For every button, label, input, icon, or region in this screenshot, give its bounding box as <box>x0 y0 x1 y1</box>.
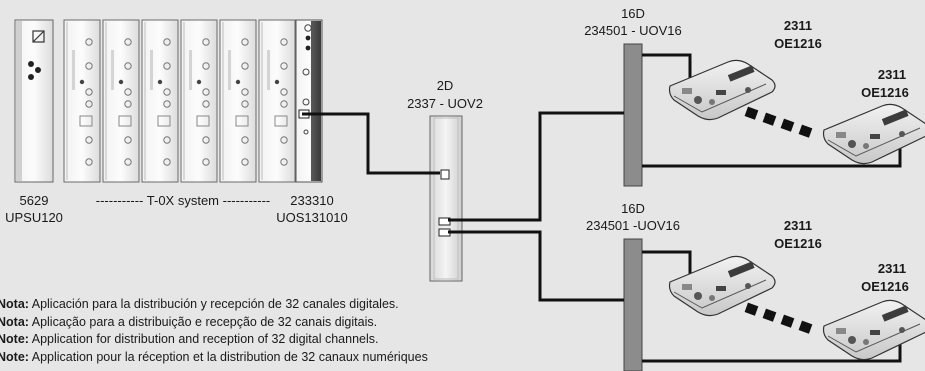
receiver-top-a-model: OE1216 <box>774 36 822 51</box>
system-label: ----------- T-0X system ----------- <box>95 193 271 208</box>
psu-model: UPSU120 <box>5 210 63 225</box>
splitter-2way-code: 2D <box>436 78 454 93</box>
note-text: Aplicação para a distribuição e recepção… <box>28 314 378 329</box>
receiver-bottom-a-model: OE1216 <box>774 236 822 251</box>
psu-unit <box>14 19 54 183</box>
receiver-bottom-b-model: OE1216 <box>861 279 909 294</box>
t0x-module <box>141 19 179 183</box>
output-unit-ref: 233310 <box>290 193 334 208</box>
receiver-top-a-ref: 2311 <box>783 18 813 33</box>
receiver-bottom-a <box>668 255 776 317</box>
splitter-16-bottom-code: 16D <box>621 201 645 216</box>
note-text: Application for distribution and recepti… <box>28 332 379 346</box>
splitter-16-bottom-model: 234501 -UOV16 <box>586 218 680 233</box>
note-line: Nota: Aplicación para la distribución y … <box>0 296 428 314</box>
splitter-2way <box>429 115 463 282</box>
note-line: Nota: Aplicação para a distribuição e re… <box>0 314 428 332</box>
notes-block: Nota: Aplicación para la distribución y … <box>0 296 428 366</box>
splitter-16-top-code: 16D <box>621 6 645 21</box>
t0x-module <box>219 19 257 183</box>
note-label: Note: <box>0 332 29 346</box>
note-line: Note: Application for distribution and r… <box>0 331 428 349</box>
continuation-dashes-top <box>744 106 813 138</box>
splitter-16way-bottom <box>623 238 643 371</box>
psu-ref: 5629 <box>19 193 49 208</box>
continuation-dashes-bottom <box>744 302 813 334</box>
t0x-module <box>63 19 101 183</box>
receiver-bottom-b <box>822 299 925 361</box>
note-label: Note: <box>0 349 29 364</box>
receiver-top-b <box>822 103 925 165</box>
t0x-module <box>258 19 296 183</box>
receiver-bottom-a-ref: 2311 <box>783 218 813 233</box>
splitter-2way-model: 2337 - UOV2 <box>407 96 483 111</box>
note-text: Aplicación para la distribución y recepc… <box>28 297 399 311</box>
note-text: Application pour la réception et la dist… <box>28 349 428 364</box>
receiver-bottom-b-ref: 2311 <box>877 261 907 276</box>
receiver-top-b-model: OE1216 <box>861 85 909 100</box>
note-line: Note: Application pour la réception et l… <box>0 349 428 367</box>
output-unit-model: UOS131010 <box>276 210 348 225</box>
t0x-module <box>180 19 218 183</box>
output-unit <box>295 19 323 183</box>
splitter-16way-top <box>623 43 643 187</box>
splitter-16-top-model: 234501 - UOV16 <box>584 23 682 38</box>
note-label: Nota: <box>0 297 29 311</box>
receiver-top-b-ref: 2311 <box>877 67 907 82</box>
note-label: Nota: <box>0 314 29 329</box>
receiver-top-a <box>668 59 776 121</box>
t0x-module <box>102 19 140 183</box>
